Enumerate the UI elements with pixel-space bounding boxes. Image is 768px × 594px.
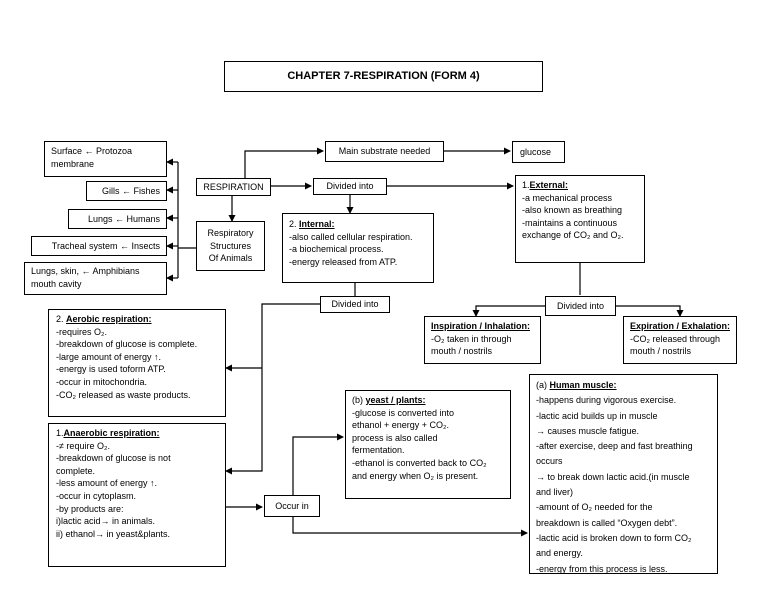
anaerobic-line: -breakdown of glucose is not: [56, 453, 171, 464]
organism-line: Surface ← Protozoa: [51, 146, 133, 156]
organism-line: membrane: [51, 158, 95, 169]
divided-into-label-1: Divided into: [326, 181, 374, 192]
glucose-box: glucose: [512, 141, 565, 163]
yeast-line: and energy when O₂ is present.: [352, 470, 479, 481]
muscle-line: -amount of O₂ needed for the: [536, 502, 653, 513]
internal-heading: 2. Internal:: [289, 219, 335, 229]
external-line: -maintains a continuous: [522, 217, 618, 228]
organism-box-protozoa: Surface ← Protozoa membrane: [44, 141, 167, 177]
anaerobic-heading: 1.Anaerobic respiration:: [56, 428, 160, 438]
external-line: exchange of CO₂ and O₂.: [522, 230, 624, 241]
anaerobic-line: complete.: [56, 465, 96, 476]
muscle-line: -lactic acid is broken down to form CO₂: [536, 532, 692, 543]
yeast-line: ethanol + energy + CO₂.: [352, 420, 450, 431]
muscle-line: -after exercise, deep and fast breathing: [536, 441, 693, 452]
internal-box: 2. Internal: -also called cellular respi…: [282, 213, 434, 283]
aerobic-line: -large amount of energy ↑.: [56, 351, 162, 362]
muscle-line: occurs: [536, 456, 563, 467]
aerobic-line: -breakdown of glucose is complete.: [56, 339, 198, 350]
external-box: 1.External: -a mechanical process -also …: [515, 175, 645, 263]
structures-line: Of Animals: [208, 253, 253, 264]
organism-line: Tracheal system ← Insects: [51, 240, 160, 251]
yeast-line: fermentation.: [352, 445, 405, 456]
main-substrate-box: Main substrate needed: [325, 141, 444, 162]
organism-line: Lungs ← Humans: [87, 213, 160, 224]
internal-line: -also called cellular respiration.: [289, 231, 413, 242]
divided-into-box-2: Divided into: [320, 296, 390, 313]
yeast-heading: (b) yeast / plants:: [352, 395, 426, 405]
aerobic-line: -occur in mitochondria.: [56, 376, 148, 387]
anaerobic-line: -≠ require O₂.: [56, 440, 110, 451]
muscle-line: breakdown is called “Oxygen debt”.: [536, 517, 678, 528]
aerobic-heading: 2. Aerobic respiration:: [56, 314, 152, 324]
expiration-line: -CO₂ released through: [630, 333, 721, 344]
anaerobic-line: i)lactic acid→ in animals.: [56, 516, 156, 527]
aerobic-line: -requires O₂.: [56, 326, 108, 337]
respiratory-structures-box: Respiratory Structures Of Animals: [196, 221, 265, 271]
aerobic-line: -CO₂ released as waste products.: [56, 389, 191, 400]
muscle-line: and liver): [536, 487, 574, 498]
respiration-box: RESPIRATION: [196, 178, 271, 196]
title-text: CHAPTER 7-RESPIRATION (FORM 4): [287, 70, 480, 83]
inspiration-heading: Inspiration / Inhalation:: [431, 321, 530, 331]
anaerobic-line: -less amount of energy ↑.: [56, 478, 158, 489]
arrow-respiration-to-substrate: [244, 147, 324, 178]
divided-into-label-2: Divided into: [331, 299, 379, 310]
human-muscle-box: (a) Human muscle: -happens during vigoro…: [529, 374, 718, 574]
organism-box-amphibians: Lungs, skin, ← Amphibians mouth cavity: [24, 262, 167, 295]
external-line: -also known as breathing: [522, 205, 623, 216]
glucose-label: glucose: [520, 146, 552, 157]
organism-box-humans: Lungs ← Humans: [68, 209, 167, 229]
yeast-line: -ethanol is converted back to CO₂: [352, 457, 487, 468]
yeast-line: process is also called: [352, 432, 438, 443]
inspiration-line: mouth / nostrils: [431, 346, 493, 357]
anaerobic-box: 1.Anaerobic respiration: -≠ require O₂. …: [48, 423, 226, 567]
main-substrate-label: Main substrate needed: [338, 146, 431, 157]
external-line: -a mechanical process: [522, 192, 613, 203]
muscle-line: -happens during vigorous exercise.: [536, 395, 677, 406]
anaerobic-line: ii) ethanol→ in yeast&plants.: [56, 528, 171, 539]
organism-box-insects: Tracheal system ← Insects: [31, 236, 167, 256]
aerobic-box: 2. Aerobic respiration: -requires O₂. -b…: [48, 309, 226, 417]
muscle-line: → to break down lactic acid.(in muscle: [536, 471, 690, 482]
inspiration-box: Inspiration / Inhalation: -O₂ taken in t…: [424, 316, 541, 364]
muscle-line: -energy from this process is less.: [536, 563, 668, 574]
internal-line: -energy released from ATP.: [289, 256, 398, 267]
divided-into-box-1: Divided into: [313, 178, 387, 195]
organism-line: Lungs, skin, ← Amphibians: [31, 266, 140, 276]
muscle-line: and energy.: [536, 548, 583, 559]
muscle-line: -lactic acid builds up in muscle: [536, 410, 658, 421]
organism-box-fishes: Gills ← Fishes: [86, 181, 167, 201]
structures-line: Respiratory: [207, 228, 254, 239]
anaerobic-line: -by products are:: [56, 503, 124, 514]
organism-line: mouth cavity: [31, 278, 82, 289]
expiration-box: Expiration / Exhalation: -CO₂ released t…: [623, 316, 737, 364]
aerobic-line: -energy is used toform ATP.: [56, 364, 166, 375]
yeast-box: (b) yeast / plants: -glucose is converte…: [345, 390, 511, 499]
muscle-heading: (a) Human muscle:: [536, 380, 617, 390]
external-heading: 1.External:: [522, 180, 569, 190]
occur-in-box: Occur in: [264, 495, 320, 517]
inspiration-line: -O₂ taken in through: [431, 333, 512, 344]
expiration-line: mouth / nostrils: [630, 346, 692, 357]
respiration-label: RESPIRATION: [203, 181, 264, 192]
divided-into-box-3: Divided into: [545, 296, 616, 316]
page-title: CHAPTER 7-RESPIRATION (FORM 4): [224, 61, 543, 92]
divided-into-label-3: Divided into: [556, 300, 605, 311]
internal-line: -a biochemical process.: [289, 244, 384, 255]
yeast-line: -glucose is converted into: [352, 407, 455, 418]
anaerobic-line: -occur in cytoplasm.: [56, 490, 137, 501]
occur-in-label: Occur in: [275, 500, 309, 511]
structures-line: Structures: [209, 240, 251, 251]
muscle-line: → causes muscle fatigue.: [536, 425, 640, 436]
organism-line: Gills ← Fishes: [101, 185, 160, 196]
expiration-heading: Expiration / Exhalation:: [630, 321, 731, 331]
